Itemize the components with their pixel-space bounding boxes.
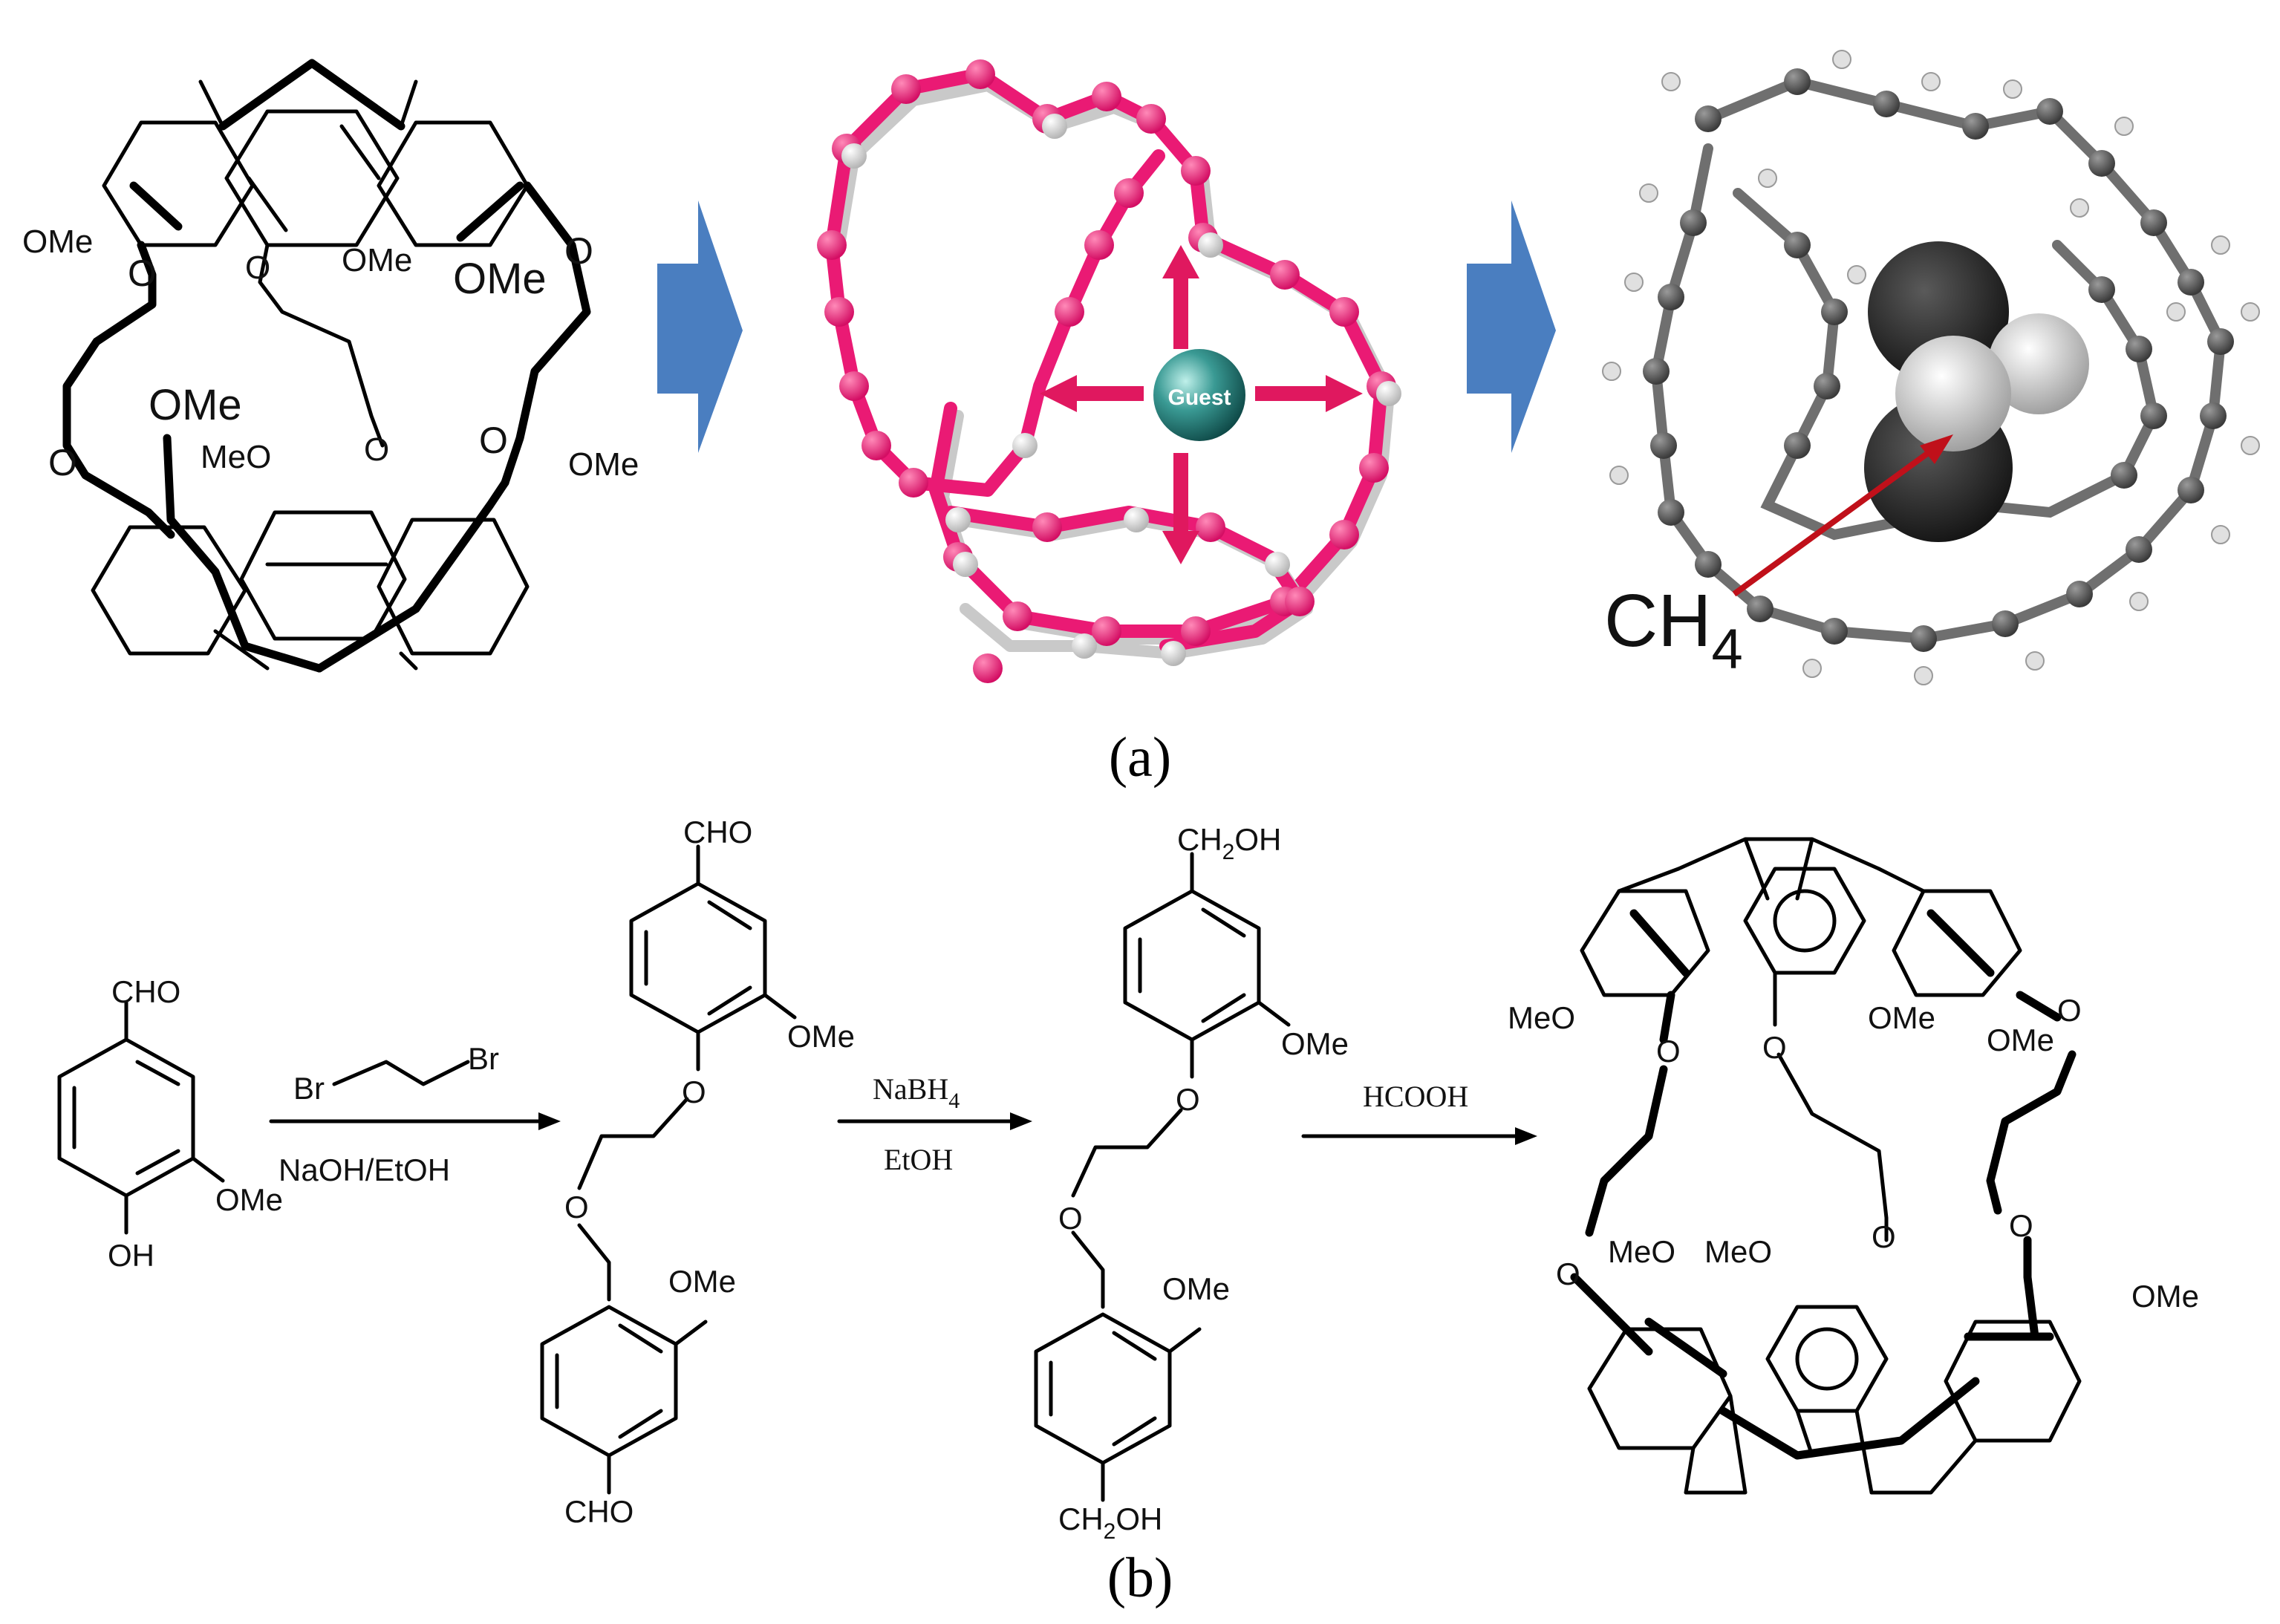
methane-hydrogen-sphere	[1895, 336, 2011, 451]
overlay-atoms	[841, 114, 1401, 666]
ether-oxygen-label: O	[682, 1074, 706, 1109]
step2-solvent: EtOH	[884, 1143, 953, 1176]
aldehyde-label: CHO	[564, 1494, 633, 1529]
process-arrow-icon	[1467, 200, 1556, 453]
ome-label: OMe	[1987, 1023, 2054, 1057]
methane-pointer-line	[1732, 443, 1941, 597]
ome-label: OMe	[149, 381, 242, 429]
methane-pointer-arrowhead	[1920, 434, 1953, 464]
aldehyde-label: CHO	[111, 974, 180, 1009]
reaction-step-2: NaBH4 EtOH	[837, 1072, 1032, 1176]
ether-oxygen-label: O	[2057, 993, 2082, 1028]
dialdehyde-structure: CHO OMe O O OMe CHO	[540, 815, 855, 1529]
panel-a: OMe OMe OMe OMe MeO OMe O O O O O O	[22, 50, 2260, 789]
panel-label-a: (a)	[1109, 726, 1171, 789]
meo-label: MeO	[1608, 1234, 1675, 1269]
methoxy-label: OMe	[1281, 1026, 1349, 1061]
hydroxyl-label: OH	[108, 1238, 154, 1273]
ether-oxygen-label: O	[1556, 1256, 1580, 1291]
bromine-label: Br	[293, 1071, 325, 1106]
ether-oxygen-label: O	[245, 250, 270, 286]
ome-label: OMe	[1868, 1000, 1935, 1035]
ball-and-stick-model-expansion: Guest	[817, 59, 1401, 683]
ether-oxygen-label: O	[1656, 1034, 1681, 1069]
process-arrow-icon	[657, 200, 743, 453]
ome-label: OMe	[453, 255, 547, 303]
ether-oxygen-label: O	[364, 431, 389, 468]
guest-label: Guest	[1167, 385, 1231, 410]
step2-reagent: NaBH4	[873, 1072, 960, 1113]
panel-label-b: (b)	[1107, 1547, 1173, 1609]
ether-oxygen-label: O	[48, 442, 77, 483]
ome-label: OMe	[342, 242, 412, 278]
ome-label: OMe	[2131, 1279, 2199, 1314]
ether-oxygen-label: O	[1058, 1201, 1083, 1236]
host-atoms	[817, 59, 1396, 683]
ether-oxygen-label: O	[1176, 1082, 1200, 1117]
ome-label: OMe	[568, 446, 639, 483]
methane-hydrogen-sphere	[1988, 313, 2089, 414]
guest-sphere	[1153, 349, 1245, 441]
complex-atoms	[1643, 68, 2234, 652]
hydroxymethyl-label: CH2OH	[1177, 822, 1281, 864]
methane-label: CH4	[1604, 579, 1743, 681]
methoxy-label: OMe	[1162, 1271, 1230, 1306]
vanillin-structure: CHO OMe OH	[57, 974, 283, 1273]
skeletal-labels: OMe OMe OMe OMe MeO OMe O O O O O O	[22, 224, 639, 483]
ether-oxygen-label: O	[1762, 1030, 1787, 1065]
meo-label: MeO	[1704, 1234, 1772, 1269]
hydroxymethyl-label: CH2OH	[1058, 1501, 1162, 1544]
ether-oxygen-label: O	[564, 230, 593, 272]
reaction-step-1: Br Br NaOH/EtOH	[269, 1041, 561, 1187]
reaction-step-3: HCOOH	[1301, 1080, 1537, 1145]
step3-reagent: HCOOH	[1363, 1080, 1468, 1113]
ether-oxygen-label: O	[128, 252, 157, 294]
meo-label: MeO	[1508, 1000, 1575, 1035]
methoxy-label: OMe	[215, 1182, 283, 1217]
ether-oxygen-label: O	[1872, 1219, 1896, 1254]
bromine-label: Br	[468, 1041, 499, 1076]
expansion-arrows	[1040, 245, 1363, 564]
cryptophane-skeletal-structure	[62, 59, 591, 673]
panel-b: CHO OMe OH Br Br NaOH/EtOH	[57, 815, 2199, 1609]
complex-hydrogens	[1602, 50, 2260, 685]
diol-structure: CH2OH OMe O O OMe CH2OH	[1034, 822, 1349, 1544]
ether-oxygen-label: O	[564, 1190, 589, 1224]
ome-label: OMe	[22, 224, 93, 260]
cryptophane-product-structure: MeO OMe OMe MeO MeO OMe O O O O O O	[1508, 837, 2199, 1495]
methoxy-label: OMe	[787, 1019, 855, 1054]
ether-oxygen-label: O	[2009, 1208, 2033, 1243]
step1-conditions: NaOH/EtOH	[279, 1152, 450, 1187]
methoxy-label: OMe	[668, 1264, 736, 1299]
ether-oxygen-label: O	[479, 420, 508, 461]
aldehyde-label: CHO	[683, 815, 752, 849]
host-guest-complex-model: CH4	[1602, 50, 2260, 685]
meo-label: MeO	[201, 439, 271, 475]
